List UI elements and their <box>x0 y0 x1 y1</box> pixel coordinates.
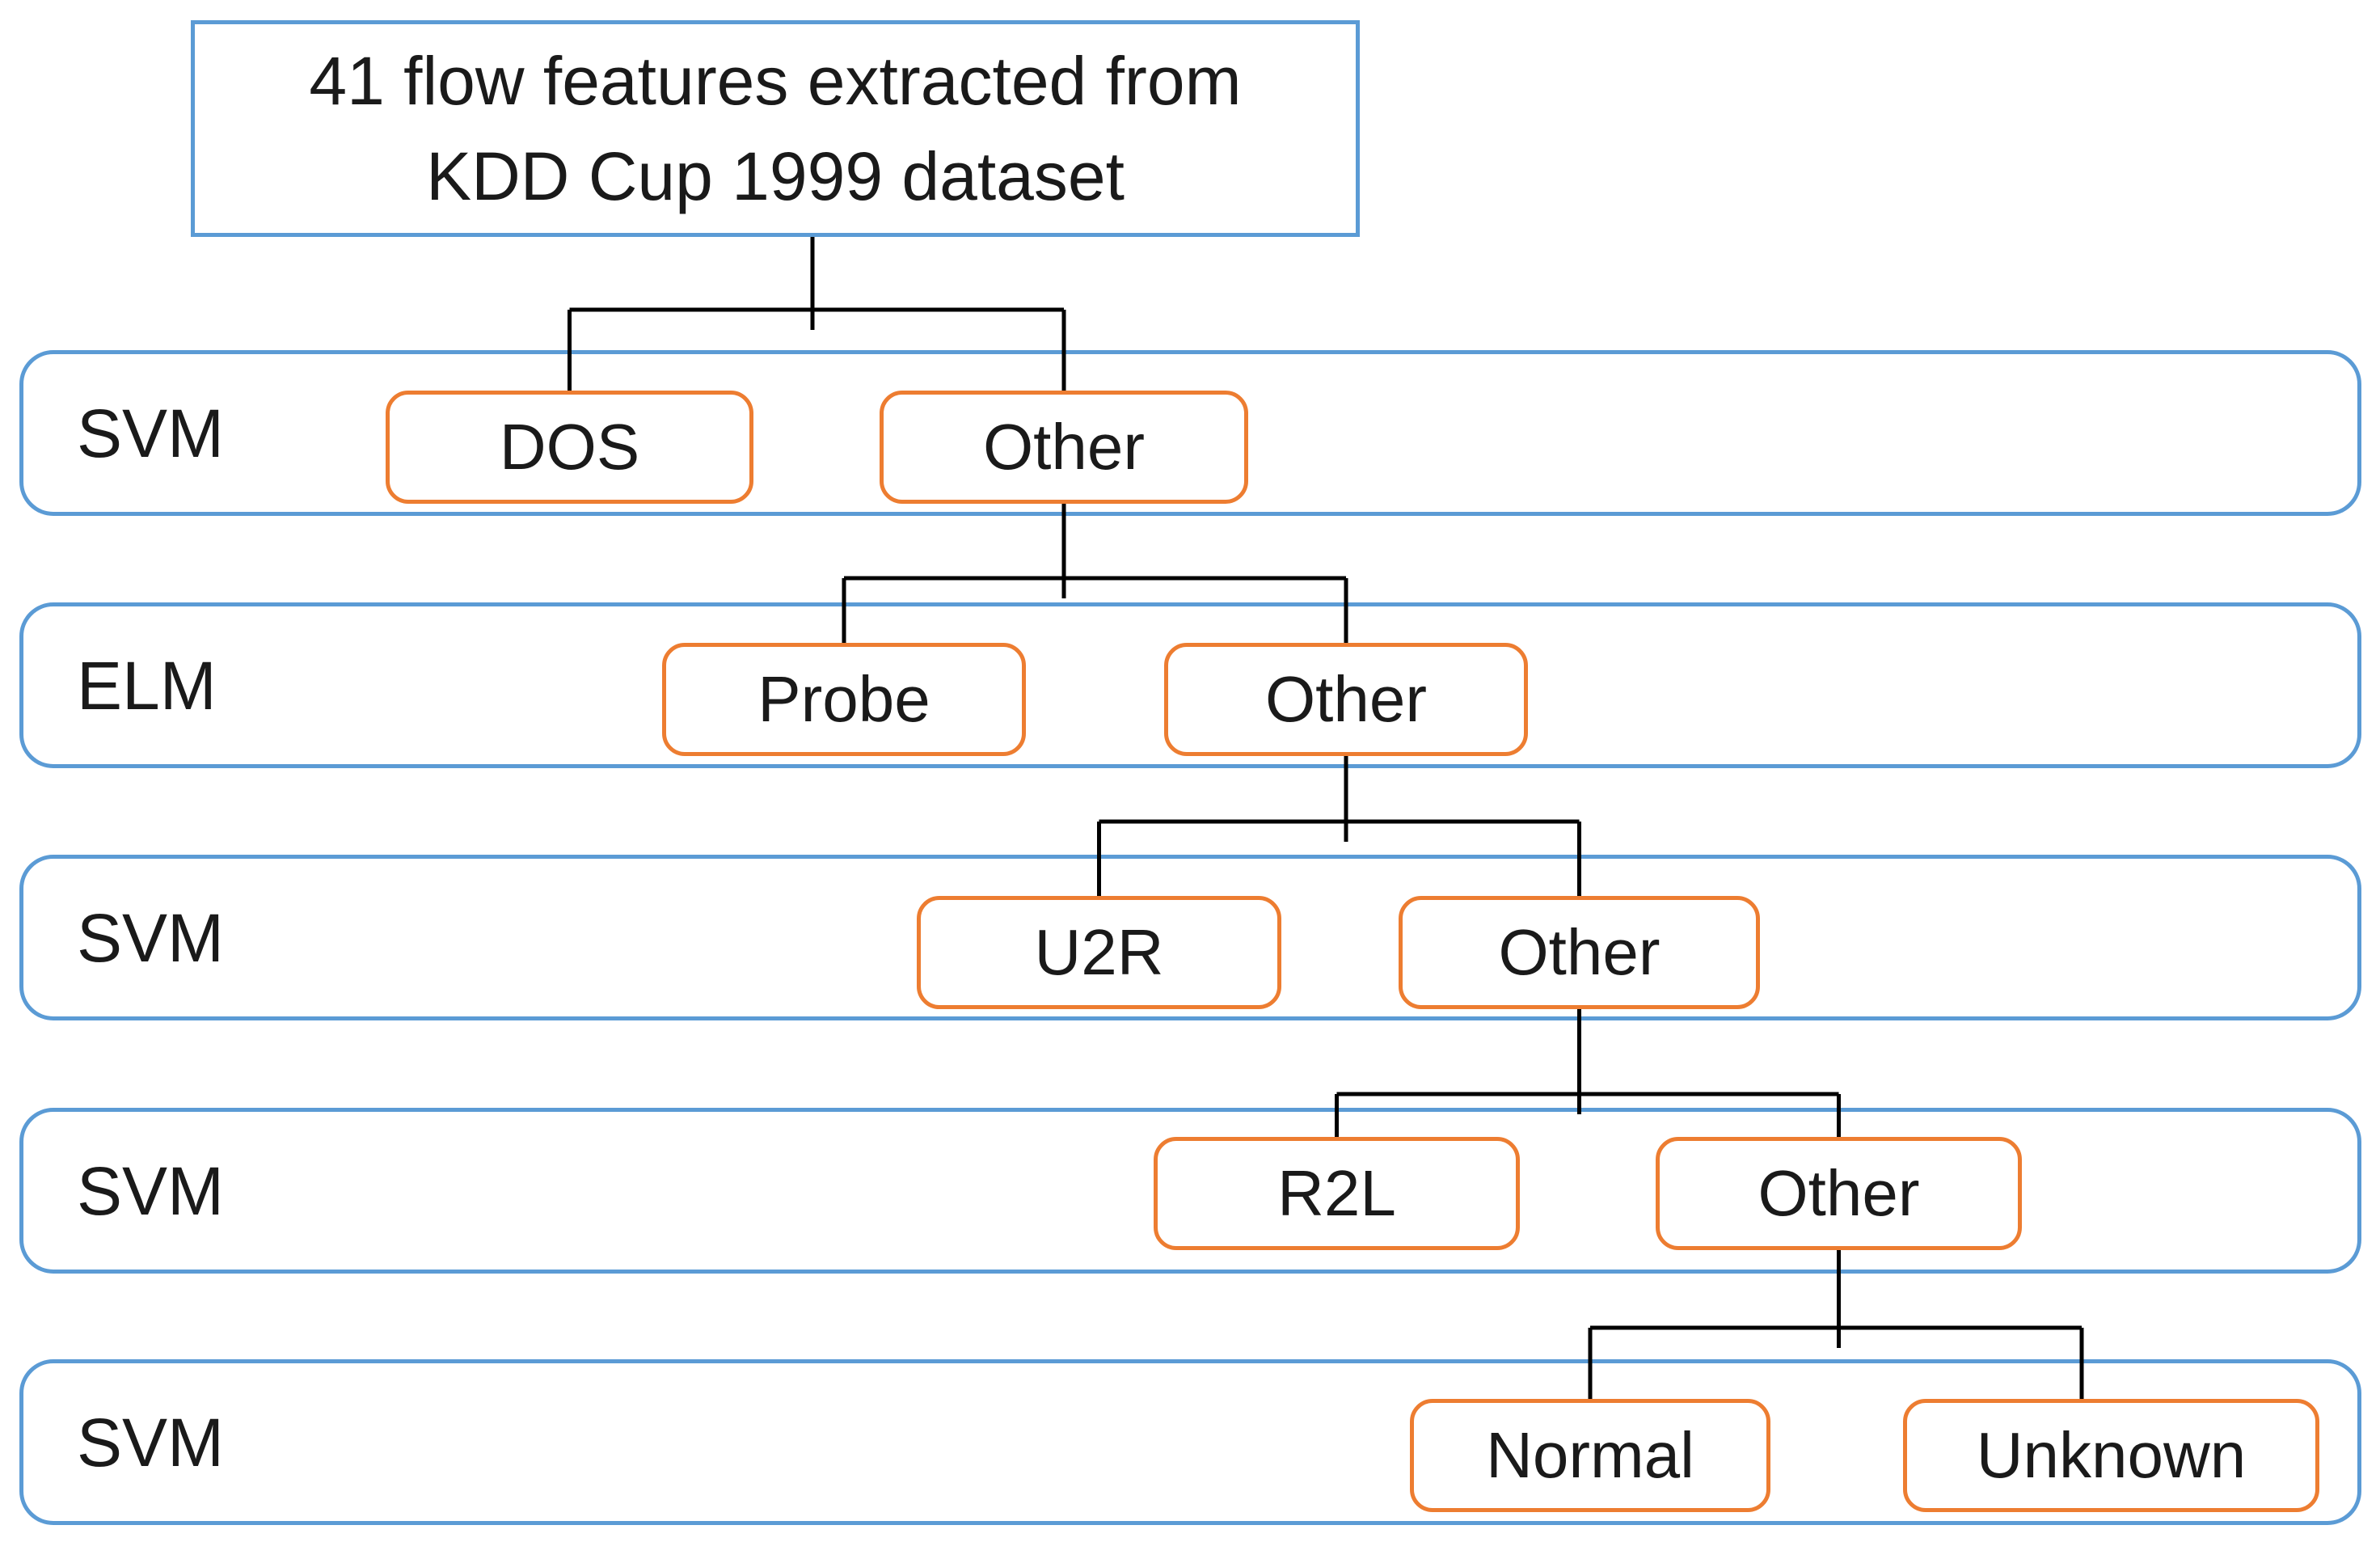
root-node: 41 flow features extracted from KDD Cup … <box>191 20 1360 237</box>
root-node-text-line1: 41 flow features extracted from <box>309 43 1242 119</box>
node-other-3: Other <box>1399 896 1760 1009</box>
connector-root-to-stage1 <box>568 230 1066 404</box>
stage-4-classifier-label: SVM <box>77 1152 225 1229</box>
node-probe: Probe <box>662 643 1026 756</box>
stage-1-classifier-label: SVM <box>77 395 225 471</box>
node-other-2: Other <box>1164 643 1528 756</box>
node-probe-label: Probe <box>757 663 930 735</box>
connector-stage4-to-stage5 <box>1588 1244 2084 1411</box>
node-other-4-label: Other <box>1758 1157 1920 1229</box>
root-node-text-line2: KDD Cup 1999 dataset <box>426 138 1125 214</box>
node-unknown: Unknown <box>1903 1399 2319 1512</box>
node-u2r-label: U2R <box>1034 916 1164 988</box>
stage-2-classifier-label: ELM <box>77 647 217 724</box>
stage-5-classifier-label: SVM <box>77 1404 225 1481</box>
node-normal: Normal <box>1410 1399 1770 1512</box>
node-other-2-label: Other <box>1264 663 1428 735</box>
stage-3-classifier-label: SVM <box>77 899 225 976</box>
node-other-1: Other <box>880 391 1248 504</box>
node-r2l: R2L <box>1154 1137 1520 1250</box>
node-dos: DOS <box>386 391 753 504</box>
connector-stage2-to-stage3 <box>1097 750 1581 910</box>
node-other-3-label: Other <box>1498 916 1661 988</box>
node-normal-label: Normal <box>1486 1419 1694 1491</box>
node-u2r: U2R <box>917 896 1281 1009</box>
node-unknown-label: Unknown <box>1976 1419 2247 1491</box>
connector-stage3-to-stage4 <box>1335 1003 1841 1152</box>
connector-stage1-to-stage2 <box>842 497 1348 655</box>
node-other-1-label: Other <box>982 411 1146 483</box>
node-dos-label: DOS <box>499 411 640 483</box>
node-r2l-label: R2L <box>1277 1157 1396 1229</box>
node-other-4: Other <box>1656 1137 2022 1250</box>
